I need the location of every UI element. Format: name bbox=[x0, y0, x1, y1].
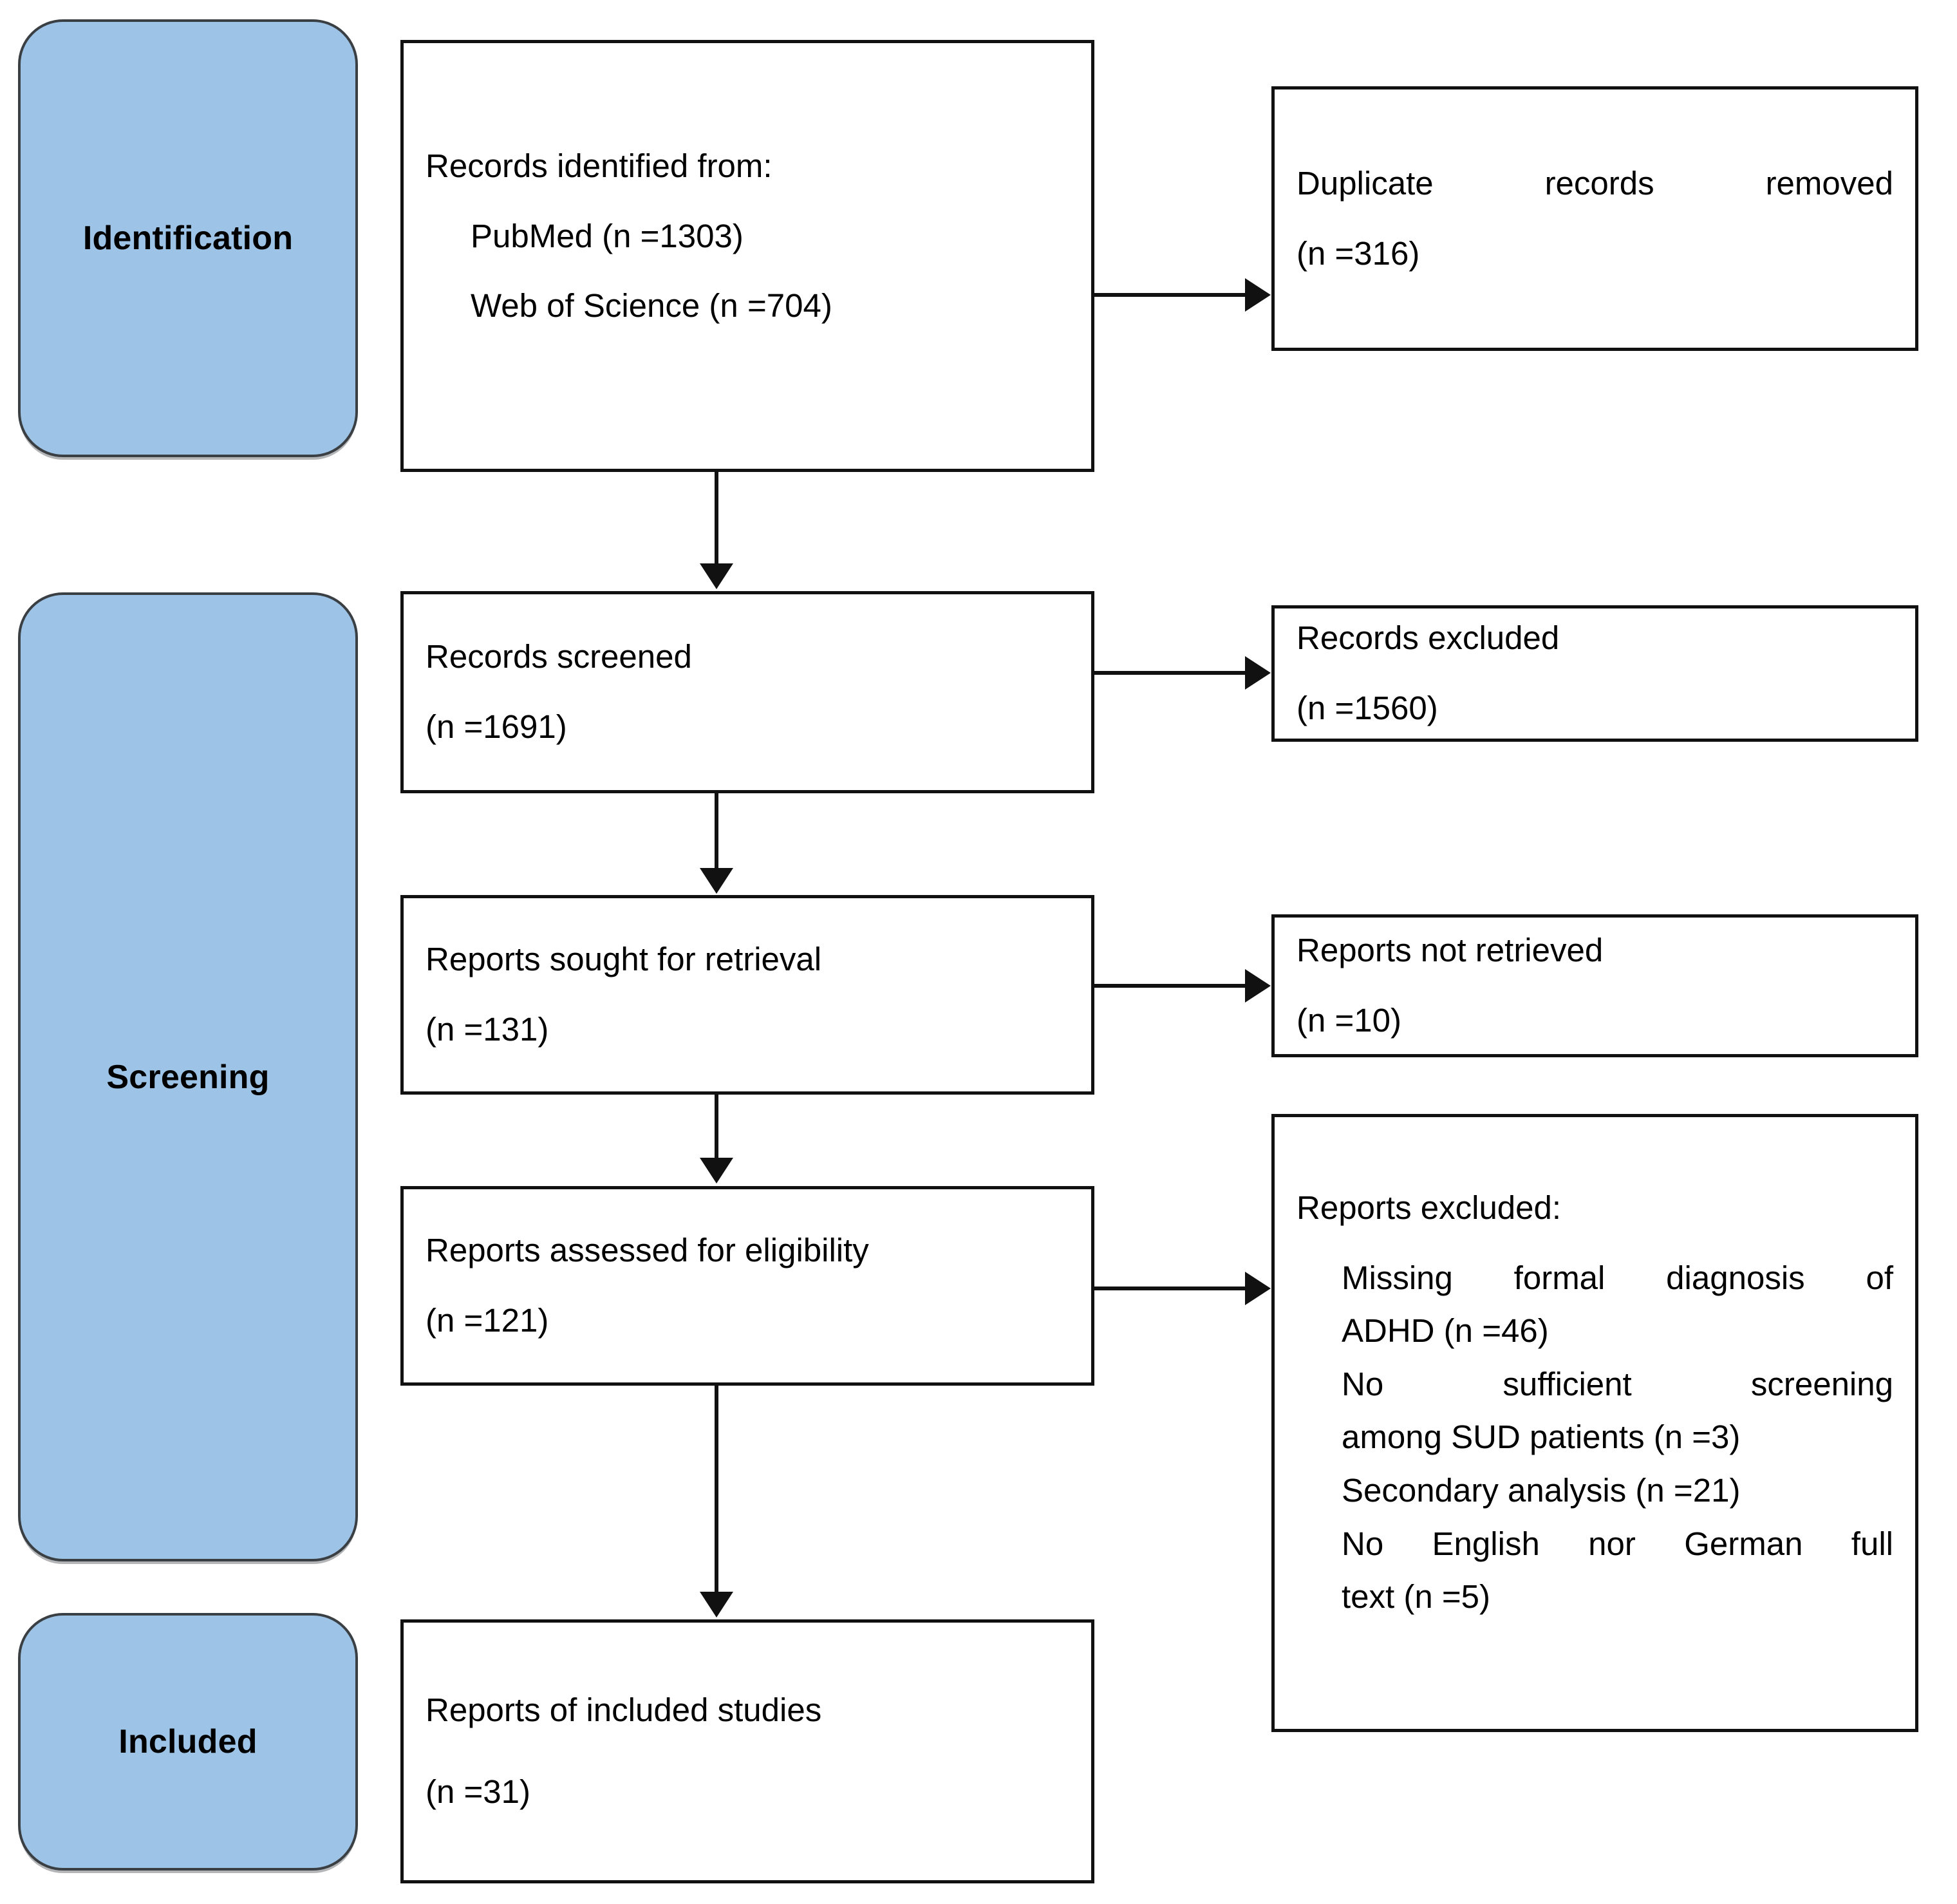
reports-sought-label: Reports sought for retrieval bbox=[426, 941, 822, 978]
connector-assessed-to-reports-excluded bbox=[1094, 1287, 1246, 1290]
records-identified-source-pubmed: PubMed (n =1303) bbox=[471, 217, 744, 254]
stage-label-screening-text: Screening bbox=[106, 1058, 270, 1096]
connector-identified-to-duplicates bbox=[1094, 293, 1246, 297]
connector-identified-to-screened bbox=[715, 472, 718, 565]
connector-screened-to-excluded bbox=[1094, 671, 1246, 675]
reports-excluded-reason-1-line-1: Missing formal diagnosis of bbox=[1342, 1259, 1893, 1296]
connector-screened-to-sought bbox=[715, 793, 718, 869]
stage-label-identification: Identification bbox=[18, 19, 358, 457]
records-identified-heading: Records identified from: bbox=[426, 147, 772, 184]
records-screened-count: (n =1691) bbox=[426, 708, 567, 745]
duplicates-removed-count: (n =316) bbox=[1297, 234, 1420, 272]
reports-not-retrieved-label: Reports not retrieved bbox=[1297, 932, 1604, 969]
reports-included-count: (n =31) bbox=[426, 1773, 531, 1810]
reports-excluded-reason-2-line-1: No sufficient screening bbox=[1342, 1365, 1893, 1402]
arrowhead-screened-to-sought-icon bbox=[700, 868, 733, 894]
box-reports-not-retrieved: Reports not retrieved (n =10) bbox=[1271, 914, 1918, 1057]
box-records-excluded: Records excluded (n =1560) bbox=[1271, 605, 1918, 742]
box-duplicates-removed: Duplicate records removed (n =316) bbox=[1271, 86, 1918, 351]
box-reports-sought: Reports sought for retrieval (n =131) bbox=[400, 895, 1094, 1095]
box-reports-included: Reports of included studies (n =31) bbox=[400, 1619, 1094, 1883]
connector-sought-to-assessed bbox=[715, 1095, 718, 1159]
box-reports-assessed: Reports assessed for eligibility (n =121… bbox=[400, 1186, 1094, 1386]
connector-sought-to-not-retrieved bbox=[1094, 984, 1246, 988]
box-records-screened: Records screened (n =1691) bbox=[400, 591, 1094, 793]
arrowhead-identified-to-duplicates-icon bbox=[1245, 278, 1271, 312]
duplicates-removed-label: Duplicate records removed bbox=[1297, 164, 1893, 202]
stage-label-identification-text: Identification bbox=[82, 220, 294, 257]
stage-label-screening: Screening bbox=[18, 592, 358, 1561]
reports-not-retrieved-count: (n =10) bbox=[1297, 1002, 1402, 1039]
reports-sought-count: (n =131) bbox=[426, 1011, 549, 1048]
arrowhead-screened-to-excluded-icon bbox=[1245, 656, 1271, 690]
arrowhead-sought-to-not-retrieved-icon bbox=[1245, 969, 1271, 1003]
reports-excluded-heading: Reports excluded: bbox=[1297, 1189, 1562, 1226]
reports-assessed-label: Reports assessed for eligibility bbox=[426, 1232, 869, 1269]
arrowhead-sought-to-assessed-icon bbox=[700, 1158, 733, 1183]
reports-excluded-reason-2-line-2: among SUD patients (n =3) bbox=[1342, 1419, 1741, 1456]
stage-label-included-text: Included bbox=[118, 1723, 258, 1760]
reports-excluded-reason-4-line-2: text (n =5) bbox=[1342, 1578, 1491, 1616]
arrowhead-assessed-to-reports-excluded-icon bbox=[1245, 1272, 1271, 1305]
reports-included-label: Reports of included studies bbox=[426, 1692, 822, 1729]
records-identified-source-wos: Web of Science (n =704) bbox=[471, 287, 832, 325]
stage-label-included: Included bbox=[18, 1613, 358, 1871]
connector-assessed-to-included bbox=[715, 1386, 718, 1593]
box-records-identified: Records identified from: PubMed (n =1303… bbox=[400, 40, 1094, 472]
records-excluded-count: (n =1560) bbox=[1297, 690, 1438, 726]
box-reports-excluded: Reports excluded: Missing formal diagnos… bbox=[1271, 1114, 1918, 1732]
reports-assessed-count: (n =121) bbox=[426, 1302, 549, 1339]
records-screened-label: Records screened bbox=[426, 638, 692, 675]
arrowhead-assessed-to-included-icon bbox=[700, 1592, 733, 1617]
records-excluded-label: Records excluded bbox=[1297, 619, 1560, 657]
reports-excluded-reason-1-line-2: ADHD (n =46) bbox=[1342, 1312, 1549, 1350]
reports-excluded-reason-3: Secondary analysis (n =21) bbox=[1342, 1472, 1741, 1509]
reports-excluded-reason-4-line-1: No English nor German full bbox=[1342, 1525, 1893, 1562]
arrowhead-identified-to-screened-icon bbox=[700, 563, 733, 589]
